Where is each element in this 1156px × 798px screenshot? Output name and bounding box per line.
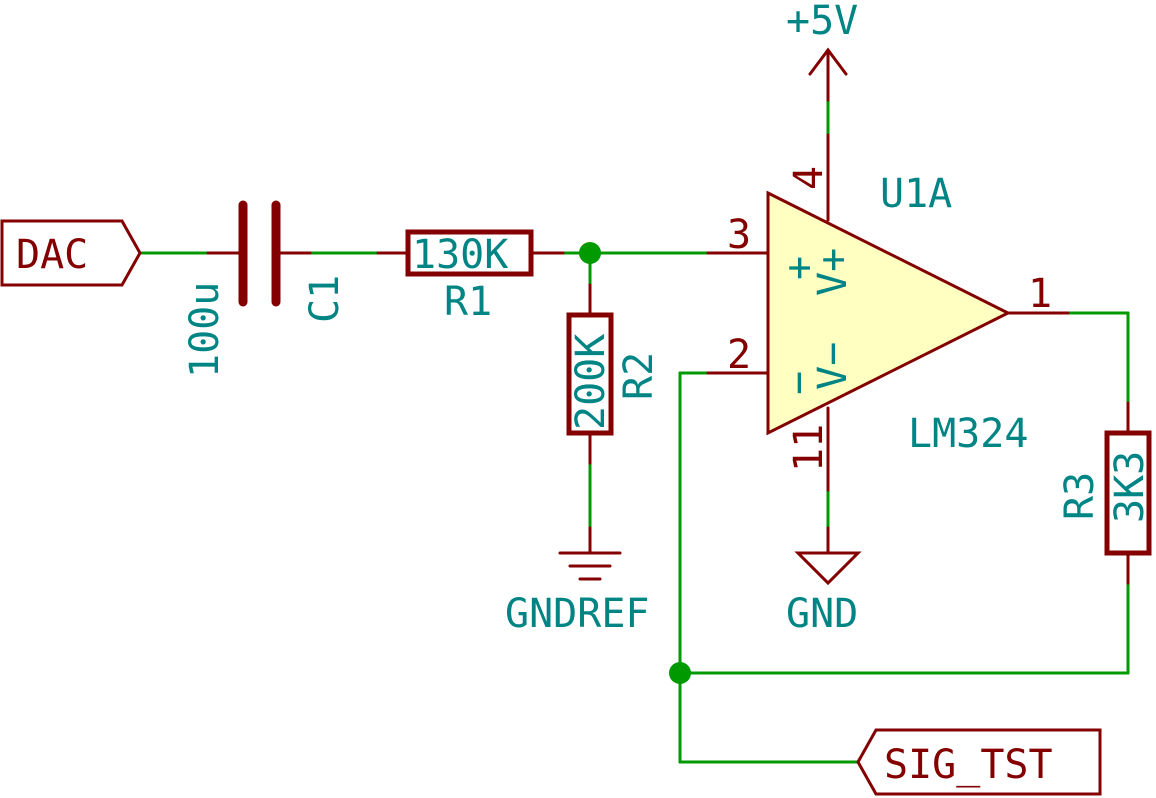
- gnd-triangle: [794, 551, 862, 586]
- dac-label-shape: [0, 219, 142, 287]
- gnd-symbol: GND: [786, 526, 862, 637]
- sig-tst-label-shape: [856, 728, 1102, 796]
- dac-label-text: DAC: [16, 232, 88, 278]
- vcc-label: +5V: [786, 0, 858, 44]
- sig-tst-label: SIG_TST: [856, 728, 1102, 796]
- capacitor-c1: 100u C1: [182, 200, 348, 378]
- opamp-pin-2-number: 2: [727, 332, 751, 378]
- r3-ref: R3: [1057, 472, 1103, 520]
- dac-label: DAC: [0, 219, 142, 287]
- r1-ref: R1: [444, 279, 492, 325]
- resistor-r1: 130K R1: [376, 229, 565, 325]
- resistor-r2: 200K R2: [566, 283, 662, 465]
- r3-value: 3K3: [1107, 451, 1153, 523]
- resistor-r3: 3K3 R3: [1057, 401, 1153, 585]
- vcc-arrow: [808, 47, 848, 76]
- gndref-label: GNDREF: [505, 591, 650, 637]
- r1-value: 130K: [412, 232, 508, 278]
- opamp-ref: U1A: [880, 171, 952, 217]
- gndref-symbol: GNDREF: [505, 526, 650, 637]
- c1-ref: C1: [302, 275, 348, 323]
- opamp-pin-4-number: 4: [786, 166, 832, 190]
- gnd-label: GND: [786, 591, 858, 637]
- r2-value: 200K: [568, 334, 614, 430]
- opamp-plus-symbol: +: [776, 256, 822, 280]
- sig-tst-label-text: SIG_TST: [884, 742, 1053, 788]
- junction-r1-r2: [579, 242, 601, 264]
- opamp-u1a: 3 2 1 4 11 + − V+ V− U1A LM324: [706, 133, 1070, 492]
- opamp-body: [766, 190, 1012, 436]
- r3-body: [1104, 430, 1152, 556]
- opamp-vminus-label: V−: [810, 342, 856, 390]
- r1-body: [405, 229, 534, 277]
- opamp-value: LM324: [908, 411, 1028, 457]
- opamp-vplus-label: V+: [810, 248, 856, 296]
- opamp-pin-1-number: 1: [1028, 271, 1052, 317]
- junction-feedback: [669, 662, 691, 684]
- r2-ref: R2: [616, 352, 662, 400]
- opamp-pin-3-number: 3: [727, 212, 751, 258]
- r2-body: [566, 312, 614, 436]
- c1-value: 100u: [182, 282, 228, 378]
- opamp-minus-symbol: −: [776, 371, 822, 395]
- junctions: [579, 242, 691, 684]
- vcc-symbol: +5V: [786, 0, 858, 102]
- wires: [140, 98, 1130, 764]
- opamp-pin-11-number: 11: [786, 424, 832, 472]
